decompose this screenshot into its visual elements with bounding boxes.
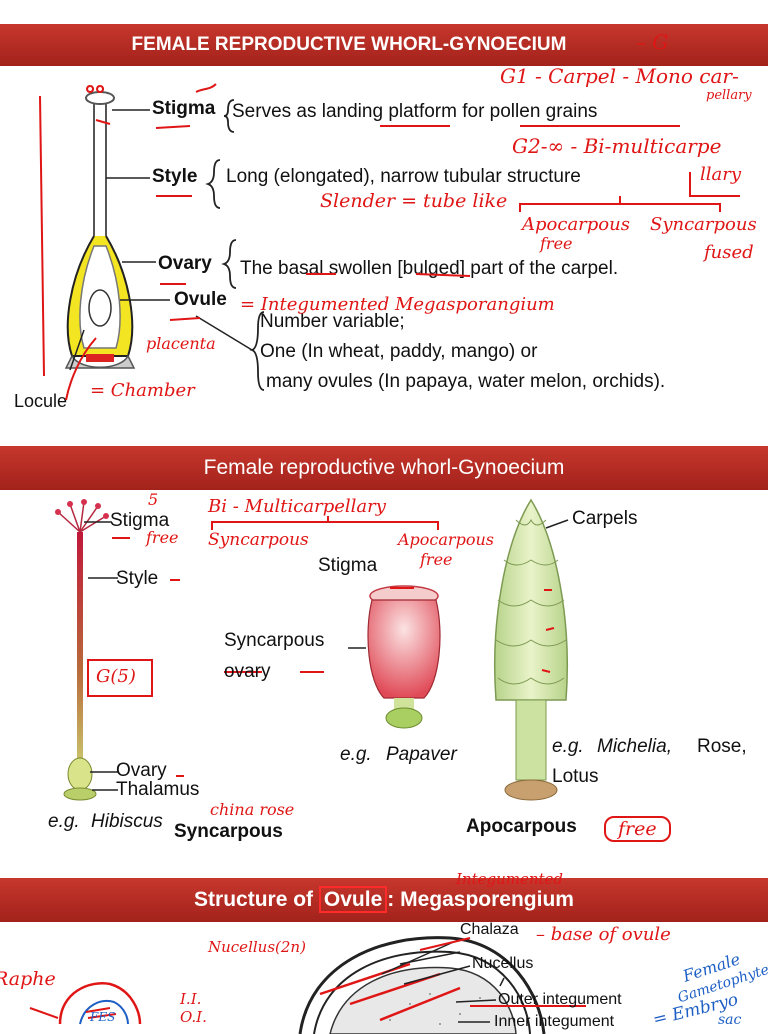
anno-apocarpous-s2: Apocarpous [398,530,494,549]
michelia-gynoecium [493,498,569,801]
slide3-title-bar: Structure of Ovule: Megasporengium [0,878,768,922]
papaver-ovary-line-2: ovary [224,661,271,682]
papaver-eg-name: Papaver [386,744,457,765]
style-label: Style [152,166,198,187]
anno-apocarpous: Apocarpous [522,214,630,235]
locule-label: Locule [14,391,68,411]
slide3-leaders [29,937,586,1025]
anno-chinarose: china rose [210,800,295,819]
anno-integ: = Integumented Megasporangium [240,294,555,315]
ovule-line-2: One (In wheat, paddy, mango) or [260,341,538,362]
anno-integumented: Integumented [456,870,564,888]
stigma-desc: Serves as landing platform for pollen gr… [232,101,598,122]
slide2-leaders-left [84,521,184,791]
slide3-title-post: : Megasporengium [387,888,574,911]
slide1-title-bar: FEMALE REPRODUCTIVE WHORL-GYNOECIUM [0,24,768,66]
papaver-ovary-line-1: Syncarpous [224,630,325,651]
anno-base-of-ovule: – base of ovule [536,924,671,945]
anno-free-box: free [604,816,671,842]
anno-g1: G1 - Carpel - Mono car- [500,64,739,88]
anno-oi: O.I. [180,1008,207,1026]
anno-free2-s2: free [420,550,453,569]
hibiscus-pistil [55,499,109,801]
papaver-eg-prefix: e.g. [340,744,372,765]
hibiscus-eg-name: Hibiscus [91,811,163,832]
hibiscus-thalamus-label: Thalamus [116,779,200,800]
anno-g1b: pellary [706,88,752,103]
outer-integument-label: Outer integument [498,991,622,1008]
slide1-title: FEMALE REPRODUCTIVE WHORL-GYNOECIUM [131,34,567,55]
anno-chamber: = Chamber [90,380,195,401]
anno-five: 5 [148,490,159,509]
michelia-leaders [545,519,569,529]
anno-g2b: llary [700,164,742,185]
slide3-title-ovule: Ovule [318,886,388,913]
nucellus-label: Nucellus [472,955,534,972]
ovule-line-1: Number variable; [260,311,405,332]
ovule-label: Ovule [174,289,227,310]
anno-free-s2: free [146,528,179,547]
michelia-eg-line-2: Lotus [552,766,599,787]
anno-sac: sac [718,1012,742,1028]
anno-slender: Slender = tube like [320,190,508,212]
anno-bimulti: Bi - Multicarpellary [208,496,386,517]
carpels-label: Carpels [572,508,638,529]
style-desc: Long (elongated), narrow tubular structu… [226,166,581,187]
hibiscus-style-label: Style [116,568,159,589]
hibiscus-eg-prefix: e.g. [48,811,80,832]
michelia-eg-prefix: e.g. [552,736,584,757]
inner-integument-label: Inner integument [494,1013,615,1030]
anno-nucellus-2n: Nucellus(2n) [208,938,306,956]
anno-ii: I.I. [180,990,202,1008]
ovary-label: Ovary [158,253,212,274]
slide3-title-pre: Structure of [194,888,314,911]
syncarpous-type-label: Syncarpous [174,821,283,842]
anno-fes: FES [90,1010,116,1024]
michelia-eg-rest: Rose, [697,736,747,757]
anno-placenta: placenta [146,334,216,353]
chalaza-label: Chalaza [460,921,519,938]
anno-syncarpous: Syncarpous [650,214,757,235]
slide2-title: Female reproductive whorl-Gynoecium [203,456,565,479]
slide2-title-bar: Female reproductive whorl-Gynoecium [0,446,768,490]
slide3-title: Structure of Ovule: Megasporengium [194,886,574,913]
anno-fused: fused [704,242,754,263]
papaver-ovary [367,585,441,729]
papaver-leaders [224,647,366,673]
slide1-leaders [65,83,740,401]
anno-syncarpous-s2: Syncarpous [208,530,309,550]
anno-g: – G [636,30,669,54]
pistil-diagram [39,85,136,377]
ovule-line-3: many ovules (In papaya, water melon, orc… [266,371,666,392]
hibiscus-ovary-label: Ovary [116,760,167,781]
michelia-eg-name: Michelia, [597,736,672,757]
apocarpous-type-label: Apocarpous [466,816,577,837]
anno-free: free [540,234,573,253]
papaver-stigma-label: Stigma [318,555,378,576]
ovule-diagram [298,936,546,1034]
anno-g5: G(5) [96,666,136,687]
anno-raphe: Raphe [0,968,56,990]
anno-g2: G2-∞ - Bi-multicarpe [512,134,722,158]
hibiscus-stigma-label: Stigma [110,510,170,531]
stigma-label: Stigma [152,98,216,119]
slide2-bracket [211,516,439,530]
